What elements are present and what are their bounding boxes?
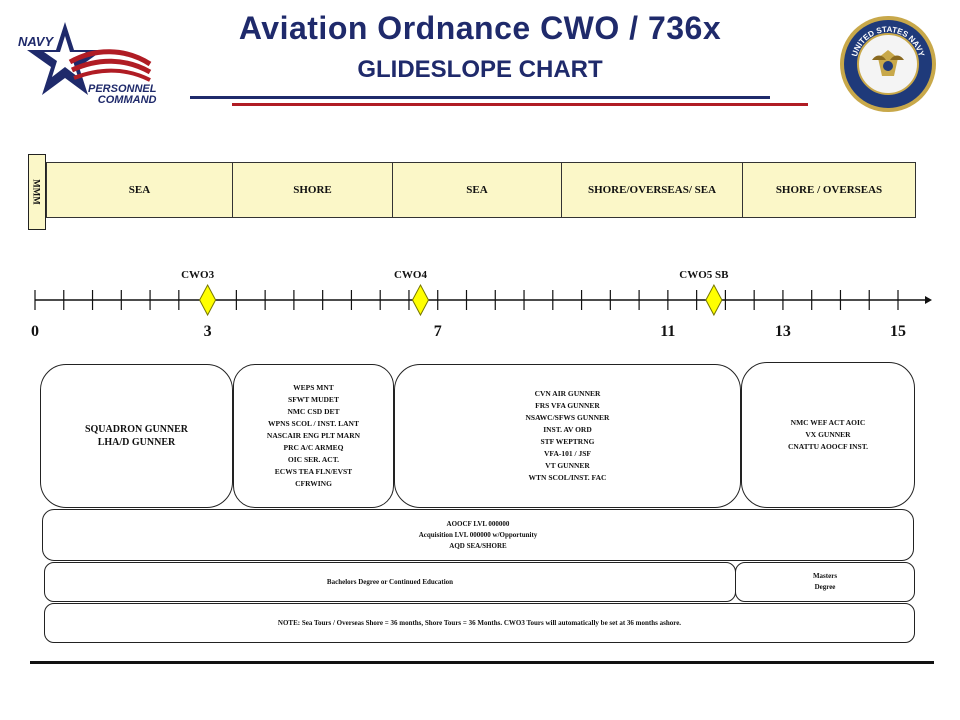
star-logo-icon [27, 22, 152, 95]
milestone-diamond-icon [199, 283, 217, 317]
sea-2-assignment-line: WTN SCOL/INST. FAC [528, 473, 607, 482]
title-underline-blue [190, 96, 770, 99]
career-timeline: 0 3 7 11 13 15 CWO3 CWO4 CWO5 SB [31, 269, 932, 340]
assignment-box-shore-3: NMC WEF ACT AOIC VX GUNNER CNATTU AOOCF IN… [741, 362, 915, 508]
milestone-diamond-icon [411, 283, 430, 317]
sea-2-assignment-line: FRS VFA GUNNER [535, 401, 600, 410]
tour-bar: MMM SEA SHORE SEA SHORE/OVERSEAS/ SEA SH… [28, 154, 916, 230]
aqd-qualification-line: Acquisition LVL 000000 w/Opportunity [418, 530, 538, 539]
tour-segment-shore-1: SHORE [232, 162, 393, 218]
note-box: NOTE: Sea Tours / Overseas Shore = 36 mo… [44, 603, 915, 643]
shore-1-assignment-line: NASCAIR ENG PLT MARN [266, 431, 361, 440]
seal-icon: UNITED STATES NAVY [840, 16, 936, 112]
tour-segment-shore-overseas-sea: SHORE/OVERSEAS/ SEA [561, 162, 743, 218]
tour-bar-label: MMM [32, 179, 43, 205]
timeline-tick-label: 0 [31, 323, 39, 340]
shore-3-assignments: NMC WEF ACT AOIC VX GUNNER CNATTU AOOCF IN… [788, 417, 868, 453]
shore-1-assignment-line: CFRWING [295, 479, 332, 488]
tour-bar-label-box [28, 154, 46, 230]
squadron-assignments: SQUADRON GUNNER LHA/D GUNNER [85, 423, 188, 449]
shore-1-assignment-line: PRC A/C ARMEQ [283, 443, 344, 452]
sea-2-assignment-line: VT GUNNER [545, 461, 590, 470]
aqd-qualification-line: AOOCF LVL 000000 [446, 519, 510, 528]
shore-3-assignment-line: VX GUNNER [805, 430, 851, 439]
masters-degree-line: Masters [812, 572, 838, 580]
us-navy-seal: UNITED STATES NAVY [838, 14, 938, 114]
shore-1-assignment-line: WPNS SCOL / INST. LANT [268, 419, 359, 428]
sea-2-assignment-line: NSAWC/SFWS GUNNER [525, 413, 610, 422]
timeline-tick-label: 3 [204, 323, 212, 340]
sea-2-assignment-line: STF WEPTRNG [540, 437, 595, 446]
shore-1-assignment-line: NMC CSD DET [287, 407, 340, 416]
sea-2-assignments: CVN AIR GUNNER FRS VFA GUNNER NSAWC/SFWS G… [526, 388, 610, 484]
title-underline-red [232, 103, 808, 106]
squadron-assignment-line: SQUADRON GUNNER [84, 424, 189, 435]
timeline-tick-label: 15 [890, 323, 906, 340]
timeline-arrow-icon [925, 296, 932, 304]
milestone-diamond-icon [705, 283, 723, 317]
aqd-qualification-line: AQD SEA/SHORE [449, 541, 507, 550]
assignment-box-shore-1: WEPS MNT SFWT MUDET NMC CSD DET WPNS SCOL /… [233, 364, 394, 508]
shore-3-assignment-line: CNATTU AOOCF INST. [787, 442, 869, 451]
timeline-tick-label: 7 [434, 323, 442, 340]
sea-2-assignment-line: INST. AV ORD [543, 425, 592, 434]
tour-segment-shore-overseas: SHORE / OVERSEAS [742, 162, 916, 218]
page-subtitle: GLIDESLOPE CHART [357, 56, 603, 83]
shore-1-assignments: WEPS MNT SFWT MUDET NMC CSD DET WPNS SCOL /… [267, 382, 360, 490]
assignment-box-squadron: SQUADRON GUNNER LHA/D GUNNER [40, 364, 233, 508]
navy-personnel-command-logo: NAVY PERSONNEL COMMAND [10, 18, 160, 113]
page-title: Aviation Ordnance CWO / 736x [238, 10, 722, 46]
shore-1-assignment-line: SFWT MUDET [288, 395, 339, 404]
shore-1-assignment-line: ECWS TEA FLN/EVST [274, 467, 353, 476]
shore-3-assignment-line: NMC WEF ACT AOIC [790, 418, 866, 427]
timeline-tick-label: 11 [660, 323, 675, 340]
sea-2-assignment-line: VFA-101 / JSF [544, 449, 591, 458]
shore-1-assignment-line: WEPS MNT [293, 383, 334, 392]
logo-text-navy: NAVY [18, 34, 54, 49]
tour-segment-sea-1: SEA [46, 162, 233, 218]
assignment-box-sea-2: CVN AIR GUNNER FRS VFA GUNNER NSAWC/SFWS G… [394, 364, 741, 508]
milestone-label: CWO5 SB [679, 269, 729, 281]
tour-segment-sea-2: SEA [392, 162, 562, 218]
masters-degree-line: Degree [814, 583, 836, 591]
squadron-assignment-line: LHA/D GUNNER [97, 437, 176, 448]
sea-2-assignment-line: CVN AIR GUNNER [534, 389, 601, 398]
education-box-bachelors: Bachelors Degree or Continued Education [44, 562, 736, 602]
logo-text-personnel-command: PERSONNEL COMMAND [88, 83, 157, 106]
milestone-label: CWO3 [181, 269, 215, 281]
timeline-tick-label: 13 [775, 323, 791, 340]
bottom-divider [30, 661, 934, 664]
milestone-label: CWO4 [394, 269, 428, 281]
shore-1-assignment-line: OIC SER. ACT. [287, 455, 340, 464]
